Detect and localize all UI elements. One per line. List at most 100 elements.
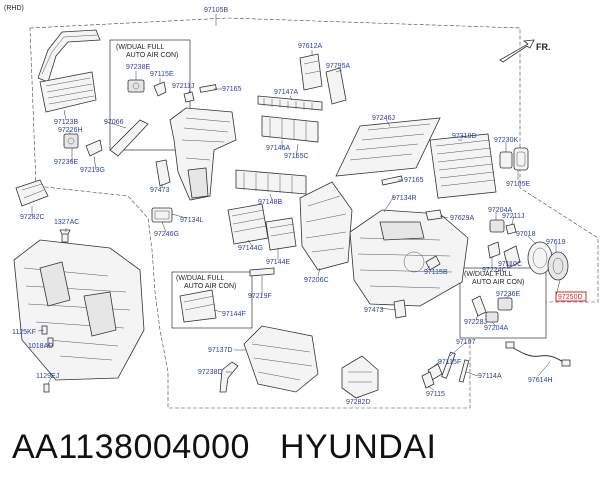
label-97114a: 97114A — [478, 373, 502, 380]
label-97147a: 97147A — [274, 89, 298, 96]
actuator-97204a-b — [485, 311, 499, 323]
label-97246g: 97246G — [154, 231, 179, 238]
door-97144g — [227, 203, 269, 245]
seal-97105e — [513, 147, 529, 171]
label-97612a: 97612A — [298, 43, 322, 50]
lever-97115-c — [421, 371, 435, 389]
seal-97230k — [499, 151, 513, 169]
rod-97107 — [441, 351, 456, 379]
label-97115b: 97115B — [424, 269, 448, 276]
exploded-parts-diagram: (RHD) FR. (W/DUAL FULL AUTO AIR CON) (W/… — [4, 5, 599, 409]
label-97204a-b: 97204A — [484, 325, 508, 332]
label-97211j: 97211J — [172, 83, 194, 90]
link-97228j — [471, 295, 487, 317]
label-97219f: 97219F — [248, 293, 272, 300]
bracket-97612a — [299, 53, 323, 91]
label-97137d: 97137D — [208, 347, 233, 354]
part-97224c — [487, 241, 501, 259]
duct-97282c — [15, 179, 49, 207]
door-link-97147a — [257, 95, 323, 111]
blower-case-main — [349, 209, 469, 307]
footer-part-number: AA1138004000 — [12, 428, 250, 466]
blower-motor-97018 — [527, 241, 553, 275]
door-97148b — [235, 169, 307, 195]
label-97213g: 97213G — [80, 167, 105, 174]
label-97319d: 97319D — [452, 133, 477, 140]
actuator-97238e — [127, 79, 145, 93]
svg-text:AUTO AIR CON): AUTO AIR CON) — [472, 279, 524, 286]
label-97226h: 97226H — [58, 127, 83, 134]
footer-brand: HYUNDAI — [279, 428, 437, 466]
label-97107: 97107 — [456, 339, 476, 346]
heater-core — [39, 71, 97, 113]
door-97144e — [265, 217, 297, 251]
clip-97629a — [425, 209, 443, 221]
label-97238e: 97238E — [126, 64, 150, 71]
label-97224c: 97224C — [482, 267, 507, 274]
screw-1125kf — [41, 325, 48, 335]
door-97144f — [179, 289, 217, 323]
actuator-97236e-b — [497, 297, 513, 311]
label-97629a: 97629A — [450, 215, 474, 222]
label-97211j-b: 97211J — [502, 213, 524, 220]
label-97134r: 97134R — [392, 195, 417, 202]
lower-duct-97137d — [243, 325, 319, 393]
screw-1018ad — [47, 337, 54, 347]
hose-97238d — [219, 361, 239, 393]
clip-97211j — [183, 91, 195, 103]
label-1327ac: 1327AC — [54, 219, 79, 226]
label-97165: 97165 — [222, 86, 242, 93]
label-97066: 97066 — [104, 119, 124, 126]
wire-harness-97614h — [505, 341, 571, 367]
label-97123b: 97123B — [54, 119, 78, 126]
seal-97246g — [151, 207, 173, 223]
label-97115f: 97115F — [438, 359, 461, 366]
label-97144f: 97144F — [222, 311, 246, 318]
clip-97211j-b — [505, 223, 517, 235]
label-97228j: 97228J — [464, 319, 487, 326]
label-97144e: 97144E — [266, 259, 290, 266]
label-97115e: 97115E — [150, 71, 174, 78]
label-97473: 97473 — [150, 187, 170, 194]
link-97219f — [249, 267, 275, 277]
lever-97115e — [153, 81, 167, 97]
front-direction-arrow: FR. — [499, 39, 551, 63]
hose-97066 — [109, 119, 149, 157]
svg-text:AUTO AIR CON): AUTO AIR CON) — [184, 283, 236, 290]
label-97204a: 97204A — [488, 207, 512, 214]
label-97236e: 97236E — [54, 159, 78, 166]
actuator-97226h — [63, 133, 79, 149]
label-97165c: 97165C — [284, 153, 309, 160]
bracket-97795a — [325, 67, 347, 105]
svg-text:(W/DUAL FULL: (W/DUAL FULL — [116, 44, 164, 51]
duct-97282d — [341, 355, 379, 399]
gasket-97473-a — [155, 159, 171, 187]
evaporator-97319d — [429, 133, 497, 199]
door-97146a — [261, 115, 319, 143]
label-97105b: 97105B — [204, 7, 228, 14]
filter-97246j — [335, 117, 441, 177]
svg-text:(W/DUAL FULL: (W/DUAL FULL — [464, 271, 512, 278]
screw-1129ej — [43, 383, 50, 393]
center-case-97206c — [299, 181, 353, 271]
rhd-note: (RHD) — [4, 5, 24, 12]
label-97619: 97619 — [546, 239, 566, 246]
hvac-housing-lower-left — [13, 239, 145, 381]
label-97115: 97115 — [426, 391, 445, 398]
label-97165-b: 97165 — [404, 177, 424, 184]
rod-97114a — [458, 359, 470, 383]
highlight-box — [555, 291, 587, 302]
label-97206c: 97206C — [304, 277, 329, 284]
svg-text:FR.: FR. — [536, 42, 551, 52]
label-97282d: 97282D — [346, 399, 371, 406]
blower-fan-97619 — [547, 251, 569, 281]
label-97238d: 97238D — [198, 369, 223, 376]
bolt-1327ac — [59, 229, 71, 243]
label-highlighted-part: 97250D — [558, 294, 583, 301]
svg-text:AUTO AIR CON): AUTO AIR CON) — [126, 52, 178, 59]
label-97282c: 97282C — [20, 214, 45, 221]
rod-97165-a — [199, 84, 217, 93]
actuator-97204a-a — [489, 219, 505, 233]
leader-lines — [31, 14, 561, 399]
label-97146a: 97146A — [266, 145, 290, 152]
